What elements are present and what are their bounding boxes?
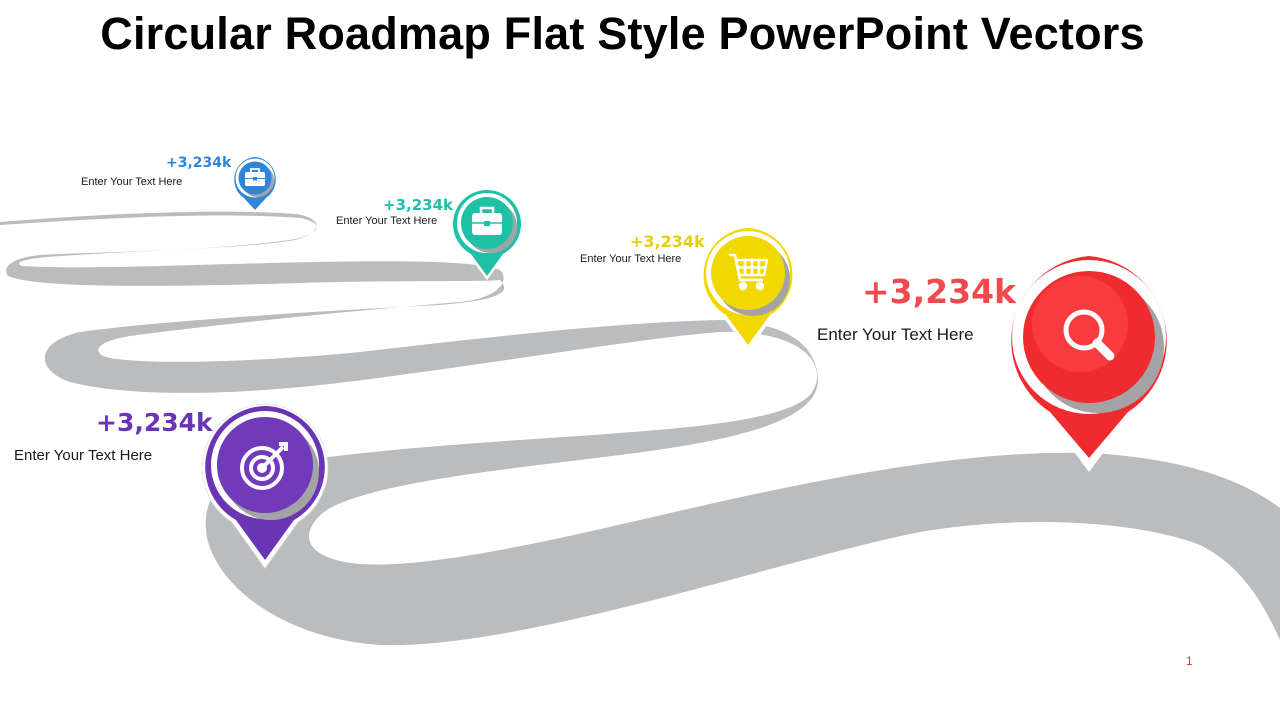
- milestone-2-text: Enter Your Text Here: [817, 325, 974, 344]
- milestone-1-value: +3,234k: [96, 408, 213, 437]
- slide-title: Circular Roadmap Flat Style PowerPoint V…: [100, 8, 1145, 59]
- briefcase-icon: [472, 206, 502, 235]
- milestone-pin-5: [230, 155, 280, 215]
- target-icon: [240, 442, 288, 490]
- milestone-2-value: +3,234k: [862, 272, 1016, 311]
- milestone-5-text: Enter Your Text Here: [81, 176, 183, 188]
- milestone-3-text: Enter Your Text Here: [580, 253, 682, 265]
- milestone-4-value: +3,234k: [383, 196, 453, 214]
- milestone-4-text: Enter Your Text Here: [336, 215, 438, 227]
- shopping-cart-icon: [729, 253, 769, 291]
- milestone-1-text: Enter Your Text Here: [14, 447, 153, 464]
- milestone-pin-2: [1000, 252, 1178, 476]
- briefcase-icon: [245, 168, 265, 186]
- milestone-3-value: +3,234k: [630, 232, 705, 251]
- milestone-pin-4: [450, 188, 524, 282]
- road-path: [0, 211, 1280, 646]
- page-number: 1: [1186, 654, 1193, 668]
- milestone-5-value: +3,234k: [166, 155, 232, 171]
- milestone-pin-1: [198, 402, 332, 572]
- search-icon: [1063, 309, 1115, 361]
- milestone-pin-3: [697, 225, 799, 353]
